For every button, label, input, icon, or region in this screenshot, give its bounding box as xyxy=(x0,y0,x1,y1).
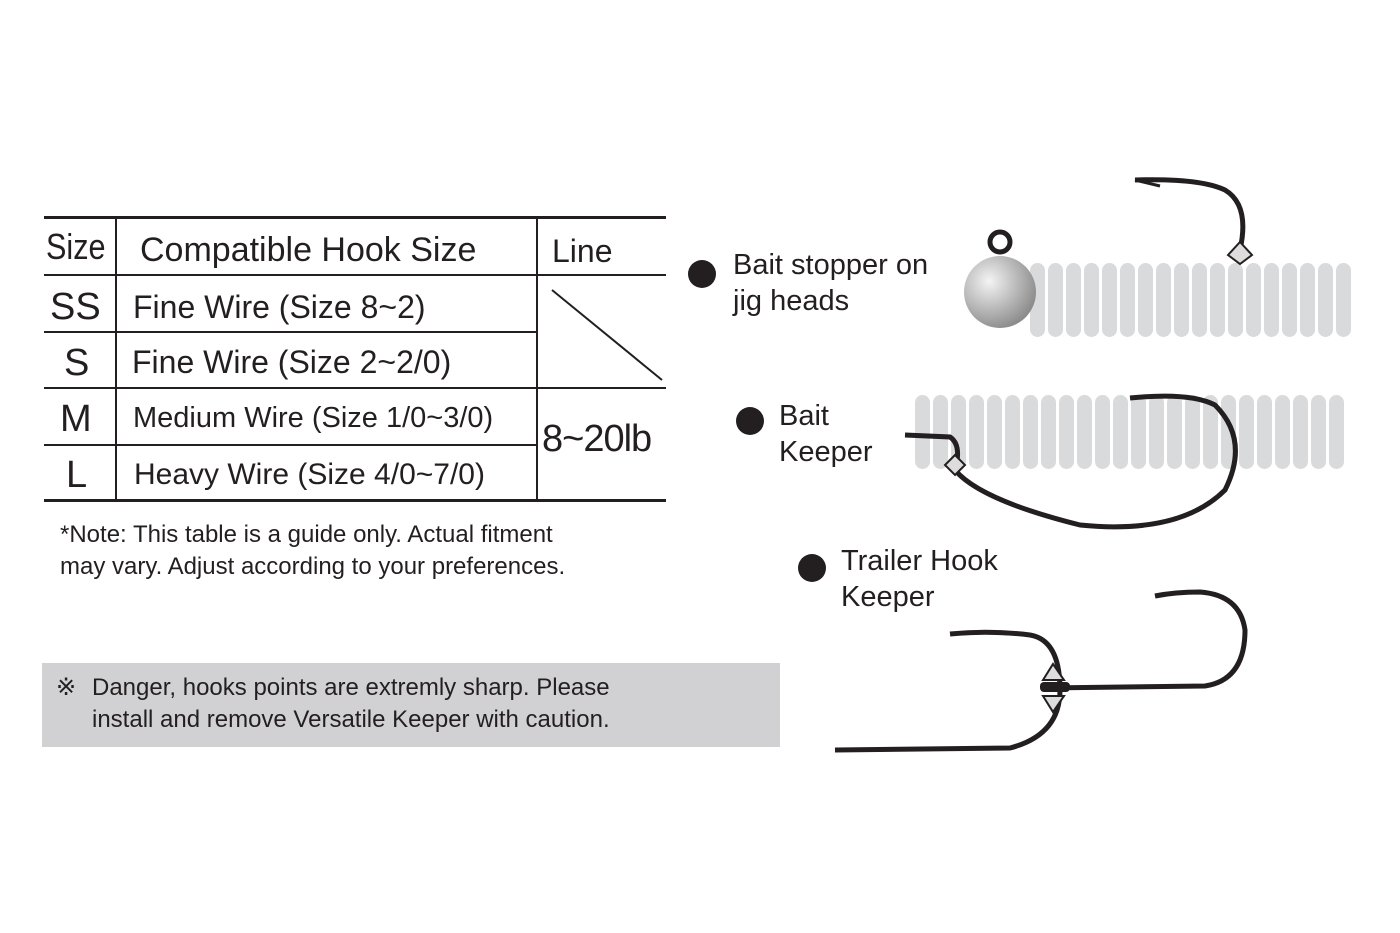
jig-hook-icon xyxy=(1134,177,1246,251)
worm-segment xyxy=(1318,263,1333,337)
worm-segment xyxy=(1095,395,1110,469)
worm-segment xyxy=(1257,395,1272,469)
table-bottom-border xyxy=(44,499,666,502)
worm-segment xyxy=(915,395,930,469)
bullet-icon xyxy=(688,260,716,288)
note-line: *Note: This table is a guide only. Actua… xyxy=(60,521,553,548)
header-size: Size xyxy=(46,226,106,267)
worm-segment xyxy=(1149,395,1164,469)
hook-cell: Fine Wire (Size 2~2/0) xyxy=(132,344,452,380)
feature-line: Keeper xyxy=(779,436,873,468)
feature-line: jig heads xyxy=(733,285,850,317)
size-cell: SS xyxy=(50,286,101,328)
feature-label-bait-keeper: Bait Keeper xyxy=(779,398,873,470)
worm-segment xyxy=(987,395,1002,469)
worm-bait-keeper xyxy=(915,395,1344,469)
worm-segment xyxy=(1300,263,1315,337)
row-divider xyxy=(44,387,666,389)
bullet-icon xyxy=(736,407,764,435)
worm-segment xyxy=(1293,395,1308,469)
worm-segment xyxy=(1113,395,1128,469)
feature-label-trailer-hook-keeper: Trailer Hook Keeper xyxy=(841,543,998,615)
worm-segment xyxy=(1264,263,1279,337)
worm-segment xyxy=(1210,263,1225,337)
worm-segment xyxy=(1023,395,1038,469)
warning-box: ※ Danger, hooks points are extremly shar… xyxy=(42,663,780,747)
header-line: Line xyxy=(552,233,613,269)
worm-segment xyxy=(1102,263,1117,337)
worm-segment xyxy=(1228,263,1243,337)
feature-line: Bait stopper on xyxy=(733,249,929,281)
bait-stopper-icon xyxy=(1226,240,1254,266)
worm-jig-head xyxy=(1030,263,1351,337)
worm-segment xyxy=(1005,395,1020,469)
worm-segment xyxy=(951,395,966,469)
hook-cell: Medium Wire (Size 1/0~3/0) xyxy=(133,402,494,434)
hook-cell: Fine Wire (Size 8~2) xyxy=(133,289,426,325)
reference-mark-icon: ※ xyxy=(56,674,77,701)
size-cell: M xyxy=(60,398,92,440)
table-top-border xyxy=(44,216,666,219)
worm-segment xyxy=(1203,395,1218,469)
line-value: 8~20lb xyxy=(542,418,652,460)
worm-segment xyxy=(933,395,948,469)
feature-line: Keeper xyxy=(841,581,935,613)
worm-segment xyxy=(1192,263,1207,337)
worm-segment xyxy=(1041,395,1056,469)
worm-segment xyxy=(1167,395,1182,469)
table-note: *Note: This table is a guide only. Actua… xyxy=(60,519,565,583)
worm-segment xyxy=(1048,263,1063,337)
feature-line: Bait xyxy=(779,400,829,432)
worm-segment xyxy=(1066,263,1081,337)
worm-segment xyxy=(1131,395,1146,469)
header-divider xyxy=(44,274,666,276)
size-cell: L xyxy=(66,454,88,496)
worm-segment xyxy=(1282,263,1297,337)
column-divider xyxy=(115,218,117,501)
note-line: may vary. Adjust according to your prefe… xyxy=(60,553,566,580)
worm-segment xyxy=(1329,395,1344,469)
worm-segment xyxy=(1246,263,1261,337)
hook-cell: Heavy Wire (Size 4/0~7/0) xyxy=(134,458,485,491)
worm-segment xyxy=(1239,395,1254,469)
row-divider xyxy=(44,331,537,333)
worm-segment xyxy=(1185,395,1200,469)
header-compatible-hook-size: Compatible Hook Size xyxy=(140,231,477,269)
worm-segment xyxy=(1120,263,1135,337)
feature-label-bait-stopper: Bait stopper on jig heads xyxy=(733,247,928,319)
worm-segment xyxy=(1311,395,1326,469)
worm-segment xyxy=(1174,263,1189,337)
warning-line: Danger, hooks points are extremly sharp.… xyxy=(92,674,610,701)
row-divider xyxy=(44,444,537,446)
worm-segment xyxy=(1156,263,1171,337)
size-cell: S xyxy=(64,342,90,384)
worm-segment xyxy=(1059,395,1074,469)
jig-head-icon xyxy=(964,229,1036,328)
worm-segment xyxy=(969,395,984,469)
worm-segment xyxy=(1084,263,1099,337)
column-divider xyxy=(536,218,538,501)
warning-line: install and remove Versatile Keeper with… xyxy=(92,706,610,733)
worm-segment xyxy=(1336,263,1351,337)
worm-segment xyxy=(1138,263,1153,337)
trailer-hook-icon xyxy=(834,589,1248,753)
bullet-icon xyxy=(798,554,826,582)
feature-line: Trailer Hook xyxy=(841,545,998,577)
worm-segment xyxy=(1275,395,1290,469)
bait-keeper-icon xyxy=(943,453,967,477)
worm-segment xyxy=(1077,395,1092,469)
